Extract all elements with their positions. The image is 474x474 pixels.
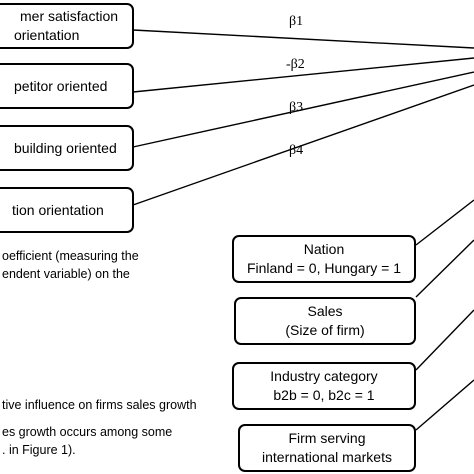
construct-label: petitor oriented <box>14 77 108 94</box>
control-label-line1: Sales <box>307 303 343 319</box>
control-label-line1: Firm serving <box>288 430 366 446</box>
control-label-line2: Finland = 0, Hungary = 1 <box>246 260 402 276</box>
control-label-line2: international markets <box>262 449 392 465</box>
control-line-firm-serving <box>415 379 474 431</box>
note-growth-line2: . in Figure 1). <box>2 443 76 457</box>
arrow-line-beta4 <box>132 84 474 206</box>
control-label-line2: b2b = 0, b2c = 1 <box>273 387 375 403</box>
control-line-industry <box>415 309 474 371</box>
control-line-sales <box>415 239 474 298</box>
arrow-line-beta3 <box>132 71 474 148</box>
arrow-line-beta1 <box>132 29 474 49</box>
beta1-label: β1 <box>289 14 304 29</box>
construct-label-line2: orientation <box>14 27 80 43</box>
control-box-sales: Sales (Size of firm) <box>234 297 416 345</box>
construct-label: tion orientation <box>12 201 104 218</box>
control-label-line1: Nation <box>303 241 345 257</box>
beta2-label: -β2 <box>286 57 305 72</box>
beta3-label: β3 <box>289 100 304 115</box>
note-growth-line1: es growth occurs among some <box>2 425 173 439</box>
construct-box-competitor-oriented: petitor oriented <box>0 63 134 109</box>
construct-label: building oriented <box>14 139 117 156</box>
construct-label-line1: mer satisfaction <box>20 8 119 24</box>
control-box-firm-serving: Firm serving international markets <box>238 424 416 472</box>
control-line-nation <box>415 199 474 246</box>
construct-box-customer-satisfaction: mer satisfaction orientation <box>0 3 134 49</box>
note-coefficient-line2: endent variable) on the <box>2 267 130 281</box>
control-box-industry-category: Industry category b2b = 0, b2c = 1 <box>232 362 416 410</box>
beta4-label: β4 <box>289 143 304 158</box>
construct-box-building-oriented: building oriented <box>0 125 134 171</box>
note-coefficient-line1: oefficient (measuring the <box>2 249 139 263</box>
control-box-nation: Nation Finland = 0, Hungary = 1 <box>232 235 416 283</box>
control-label-line2: (Size of firm) <box>285 322 365 338</box>
note-influence: tive influence on firms sales growth <box>2 398 197 412</box>
control-label-line1: Industry category <box>270 368 378 384</box>
arrow-line-beta2 <box>132 57 474 93</box>
construct-box-orientation: tion orientation <box>0 187 134 233</box>
